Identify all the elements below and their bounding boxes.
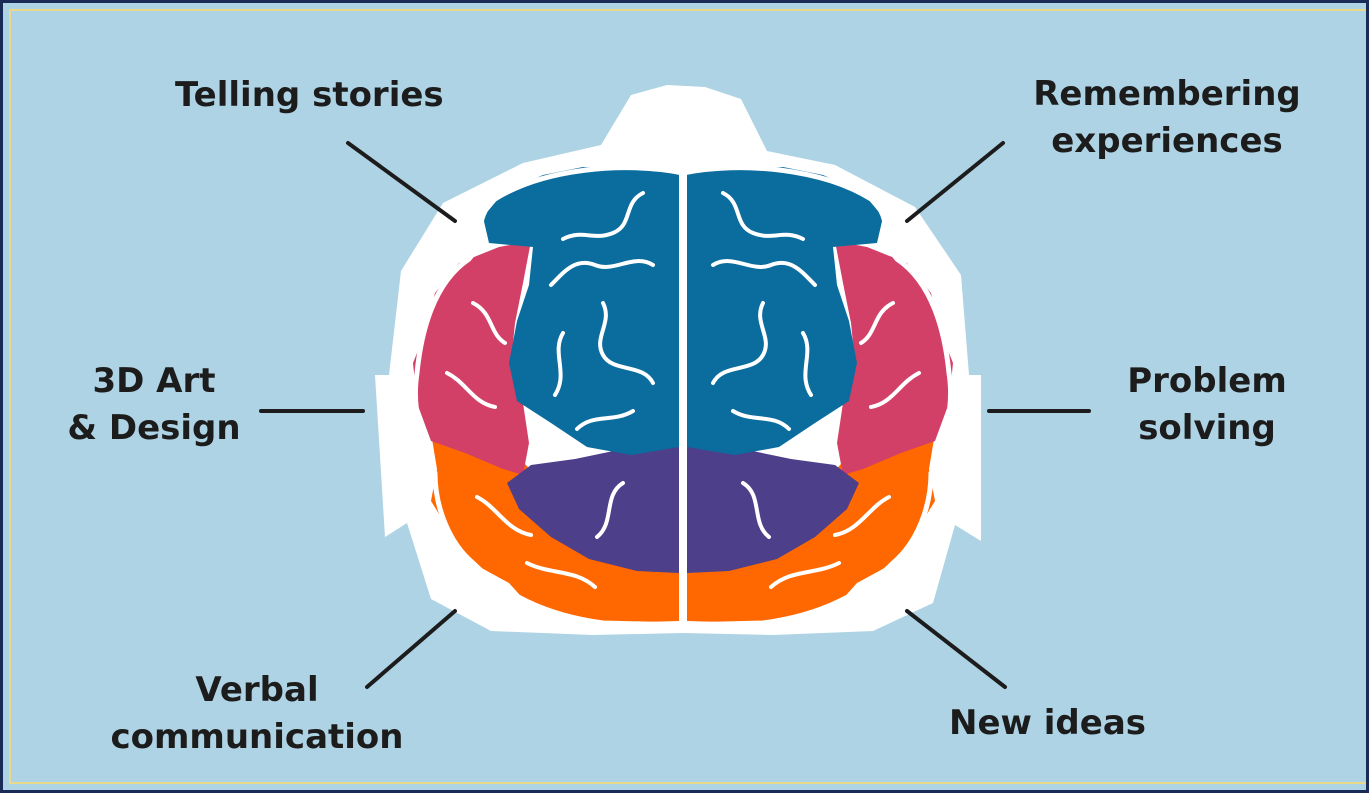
label-line: New ideas <box>949 703 1146 743</box>
fold <box>595 481 625 539</box>
fold <box>475 495 533 537</box>
label-problem-solving: Problem solving <box>1097 358 1317 452</box>
fold <box>731 409 791 431</box>
label-line: & Design <box>67 408 241 448</box>
leader-lines <box>259 141 1091 689</box>
label-line: Remembering <box>1033 74 1301 114</box>
label-line: Problem <box>1127 361 1287 401</box>
label-art-design: 3D Art & Design <box>49 358 259 452</box>
middle-lobe-right <box>687 439 859 573</box>
fold <box>553 331 565 397</box>
label-verbal-communication: Verbal communication <box>107 667 407 761</box>
fold <box>721 191 805 241</box>
label-line: communication <box>110 717 404 757</box>
middle-lobe-left <box>507 439 679 573</box>
label-line: experiences <box>1051 121 1283 161</box>
fold <box>769 561 841 589</box>
fold <box>471 301 507 345</box>
fold <box>711 259 817 287</box>
label-new-ideas: New ideas <box>949 700 1146 747</box>
fold <box>833 495 891 537</box>
label-line: 3D Art <box>92 361 216 401</box>
label-telling-stories: Telling stories <box>175 72 444 119</box>
fold <box>711 301 768 385</box>
fold <box>598 301 655 385</box>
top-lobe <box>483 167 883 455</box>
fold <box>575 409 635 431</box>
fold <box>549 259 655 287</box>
brain-diagram <box>259 85 1091 689</box>
side-lobe-left <box>413 241 531 475</box>
top-lobe-left <box>483 167 679 455</box>
fold <box>859 301 895 345</box>
label-remembering-experiences: Remembering experiences <box>1017 71 1317 165</box>
fold <box>561 191 645 241</box>
label-line: solving <box>1138 408 1276 448</box>
label-line: Telling stories <box>175 75 444 115</box>
fold <box>525 561 597 589</box>
fold <box>741 481 771 539</box>
leader-line-remembering-experiences <box>905 141 1005 223</box>
fold <box>445 371 497 409</box>
brain-folds <box>445 191 921 589</box>
fold <box>801 331 813 397</box>
label-line: Verbal <box>195 670 319 710</box>
side-lobes <box>413 241 953 475</box>
leader-line-telling-stories <box>346 141 457 223</box>
fold <box>869 371 921 409</box>
leader-line-new-ideas <box>905 609 1007 689</box>
leader-line-verbal-communication <box>365 609 457 689</box>
side-lobe-right <box>835 241 953 475</box>
middle-lobe <box>507 439 859 573</box>
top-lobe-right <box>687 167 883 455</box>
